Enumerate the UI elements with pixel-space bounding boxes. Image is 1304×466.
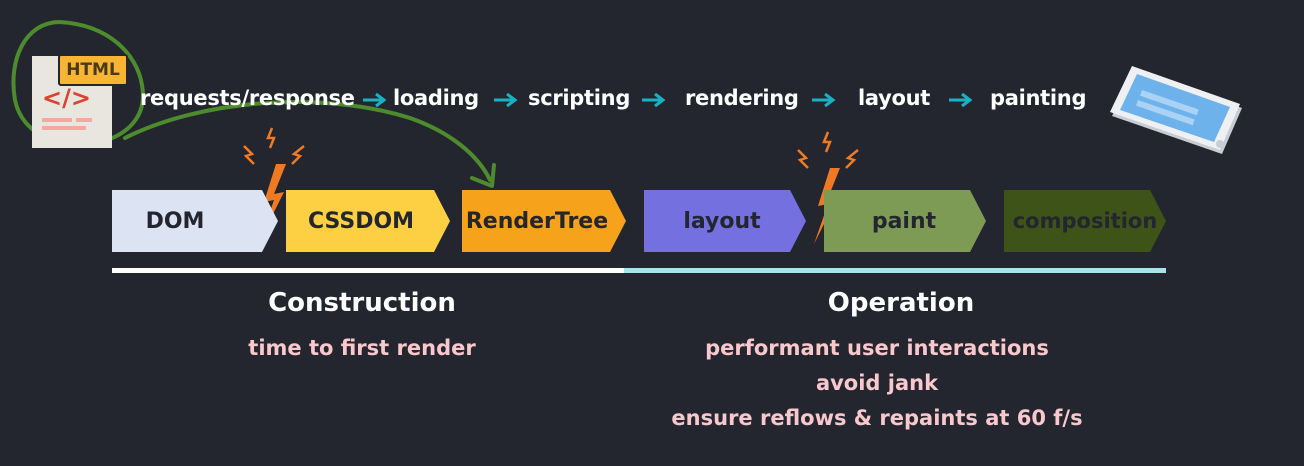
arrow-icon — [363, 92, 387, 108]
flow-step-painting: painting — [990, 86, 1087, 110]
operation-title: Operation — [827, 288, 975, 318]
flow-step-rendering: rendering — [685, 86, 799, 110]
arrow-icon — [642, 92, 666, 108]
flow-step-loading: loading — [393, 86, 479, 110]
lightning-icon — [243, 127, 305, 240]
stage-dom: DOM — [112, 190, 278, 252]
flow-step-requests: requests/response — [140, 86, 355, 110]
html-document-icon: HTML </> — [28, 48, 128, 154]
code-glyph: </> — [42, 84, 91, 112]
arrow-icon — [949, 92, 973, 108]
lightning-icon — [797, 131, 859, 244]
operation-line: ensure reflows & repaints at 60 f/s — [671, 406, 1083, 430]
operation-bar — [624, 268, 1166, 273]
construction-title: Construction — [268, 288, 456, 318]
stage-cssdom: CSSDOM — [286, 190, 450, 252]
stage-composition: composition — [1004, 190, 1166, 252]
html-badge: HTML — [58, 54, 128, 86]
tablet-icon — [1110, 66, 1242, 154]
stage-layout: layout — [644, 190, 806, 252]
flow-step-layout: layout — [858, 86, 931, 110]
operation-line: avoid jank — [815, 371, 939, 395]
arrow-icon — [812, 92, 836, 108]
operation-line: performant user interactions — [705, 336, 1049, 360]
construction-subtitle: time to first render — [248, 336, 476, 360]
stage-rendertree: RenderTree — [462, 190, 626, 252]
construction-bar — [112, 268, 624, 273]
stage-paint: paint — [824, 190, 986, 252]
arrow-icon — [494, 92, 518, 108]
flow-step-scripting: scripting — [528, 86, 631, 110]
